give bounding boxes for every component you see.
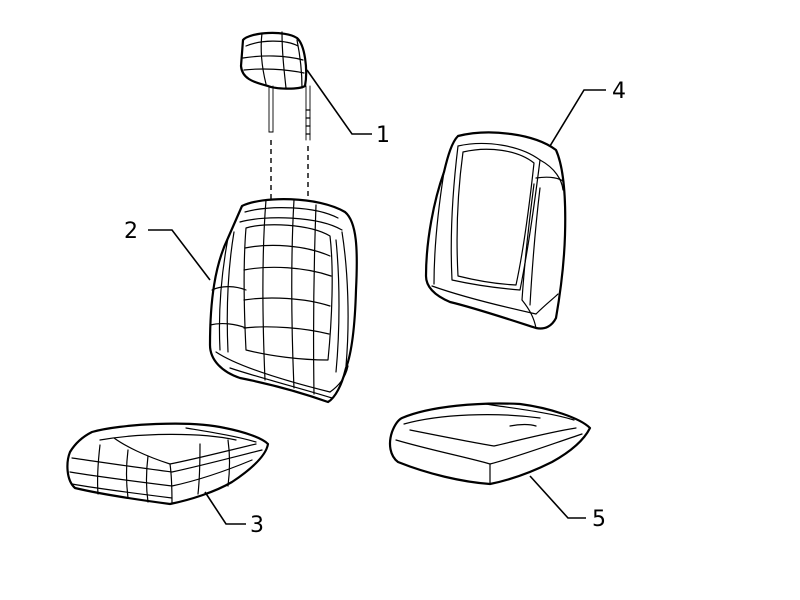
callout-4: 4 [612,79,626,104]
leader-5 [529,475,586,519]
leader-2 [148,229,211,281]
headrest [239,31,311,141]
callout-2: 2 [124,219,138,244]
callout-1: 1 [376,123,390,148]
leader-3 [204,491,246,525]
callout-5: 5 [592,507,606,532]
cushion-pad [388,402,592,486]
backrest-cover [208,198,358,404]
backrest-pad [424,131,567,330]
leader-1 [306,69,372,135]
leader-4 [549,89,606,147]
callout-3: 3 [250,513,264,538]
cushion-cover [66,422,270,506]
